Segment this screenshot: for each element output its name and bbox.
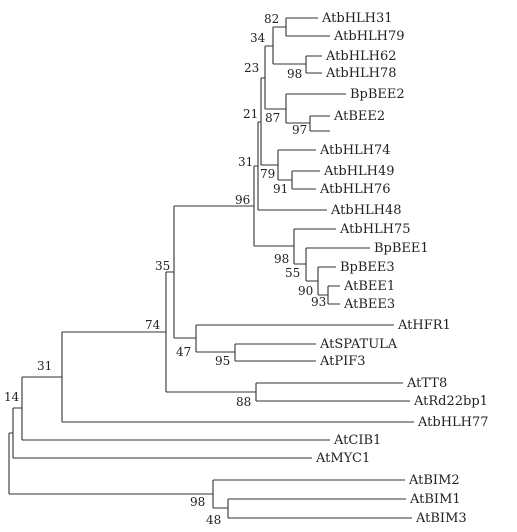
branch — [21, 376, 330, 441]
bootstrap-value: 55 — [285, 266, 300, 280]
tree-branches — [8, 17, 414, 519]
branch — [277, 149, 316, 181]
bootstrap-value: 48 — [206, 513, 221, 527]
leaf-label: AtTT8 — [406, 376, 447, 391]
leaf-label: AtMYC1 — [315, 451, 370, 466]
leaf-label: AtbHLH78 — [325, 66, 397, 81]
bootstrap-value: 31 — [37, 359, 52, 373]
branch — [8, 432, 213, 495]
leaf-label: AtHFR1 — [397, 318, 451, 333]
bootstrap-value: 74 — [145, 318, 161, 332]
bootstrap-value: 95 — [215, 354, 230, 368]
bootstrap-value: 98 — [287, 67, 302, 81]
branch — [305, 55, 322, 74]
bootstrap-value: 93 — [311, 295, 326, 309]
branch — [165, 271, 256, 393]
bootstrap-value: 96 — [235, 193, 250, 207]
bootstrap-value: 87 — [265, 111, 280, 125]
branch — [264, 45, 286, 110]
leaf-label: AtPIF3 — [319, 354, 366, 369]
leaf-label: AtBEE3 — [343, 297, 395, 312]
bootstrap-value: 79 — [260, 167, 275, 181]
bootstrap-value: 91 — [273, 182, 288, 196]
bootstrap-value: 47 — [176, 345, 191, 359]
leaf-label: AtbHLH62 — [325, 49, 397, 64]
branch — [212, 479, 405, 509]
leaf-label: AtBIM1 — [409, 492, 461, 507]
leaf-label: AtSPATULA — [319, 337, 398, 352]
leaf-label: BpBEE1 — [374, 241, 429, 256]
bootstrap-value: 98 — [190, 495, 205, 509]
branch — [234, 343, 316, 362]
leaf-label: BpBEE3 — [340, 260, 395, 275]
branch — [327, 285, 340, 305]
branch — [227, 498, 412, 519]
leaf-label: AtBEE2 — [333, 109, 385, 124]
leaf-label: AtbHLH49 — [323, 164, 395, 179]
branch — [317, 266, 336, 296]
leaf-label: AtBEE1 — [343, 279, 395, 294]
leaf-label: BpBEE2 — [350, 87, 405, 102]
bootstrap-value: 23 — [244, 61, 259, 75]
leaf-label: AtBIM2 — [408, 473, 460, 488]
leaf-label: AtRd22bp1 — [413, 394, 488, 409]
bootstrap-value: 21 — [243, 107, 258, 121]
bootstrap-value: 97 — [292, 123, 307, 137]
bootstrap-value: 35 — [155, 259, 170, 273]
bootstrap-value: 88 — [236, 395, 251, 409]
branch — [293, 228, 336, 265]
leaf-label: AtbHLH76 — [319, 182, 391, 197]
leaf-label: AtbHLH74 — [319, 143, 391, 158]
leaf-label: AtbHLH77 — [417, 415, 489, 430]
leaf-label: AtbHLH79 — [333, 29, 405, 44]
leaf-label: AtbHLH31 — [321, 11, 393, 26]
leaf-label: AtCIB1 — [333, 433, 381, 448]
bootstrap-value: 98 — [274, 252, 289, 266]
branch — [291, 170, 320, 190]
leaf-labels: AtbHLH31 AtbHLH79 AtbHLH62 AtbHLH78 BpBE… — [315, 11, 489, 526]
leaf-label: AtbHLH75 — [339, 222, 411, 237]
branch — [309, 115, 330, 132]
bootstrap-values: 82 34 98 23 21 87 97 31 79 91 96 98 55 9… — [4, 12, 326, 527]
branch — [12, 407, 312, 459]
leaf-label: AtbHLH48 — [330, 203, 402, 218]
bootstrap-value: 82 — [264, 12, 279, 26]
bootstrap-value: 31 — [238, 155, 253, 169]
bootstrap-value: 34 — [250, 31, 266, 45]
branch — [272, 26, 306, 65]
bootstrap-value: 90 — [298, 284, 313, 298]
bootstrap-value: 14 — [4, 390, 20, 404]
leaf-label: AtBIM3 — [415, 511, 467, 526]
branch — [173, 205, 254, 339]
branch — [255, 382, 410, 402]
